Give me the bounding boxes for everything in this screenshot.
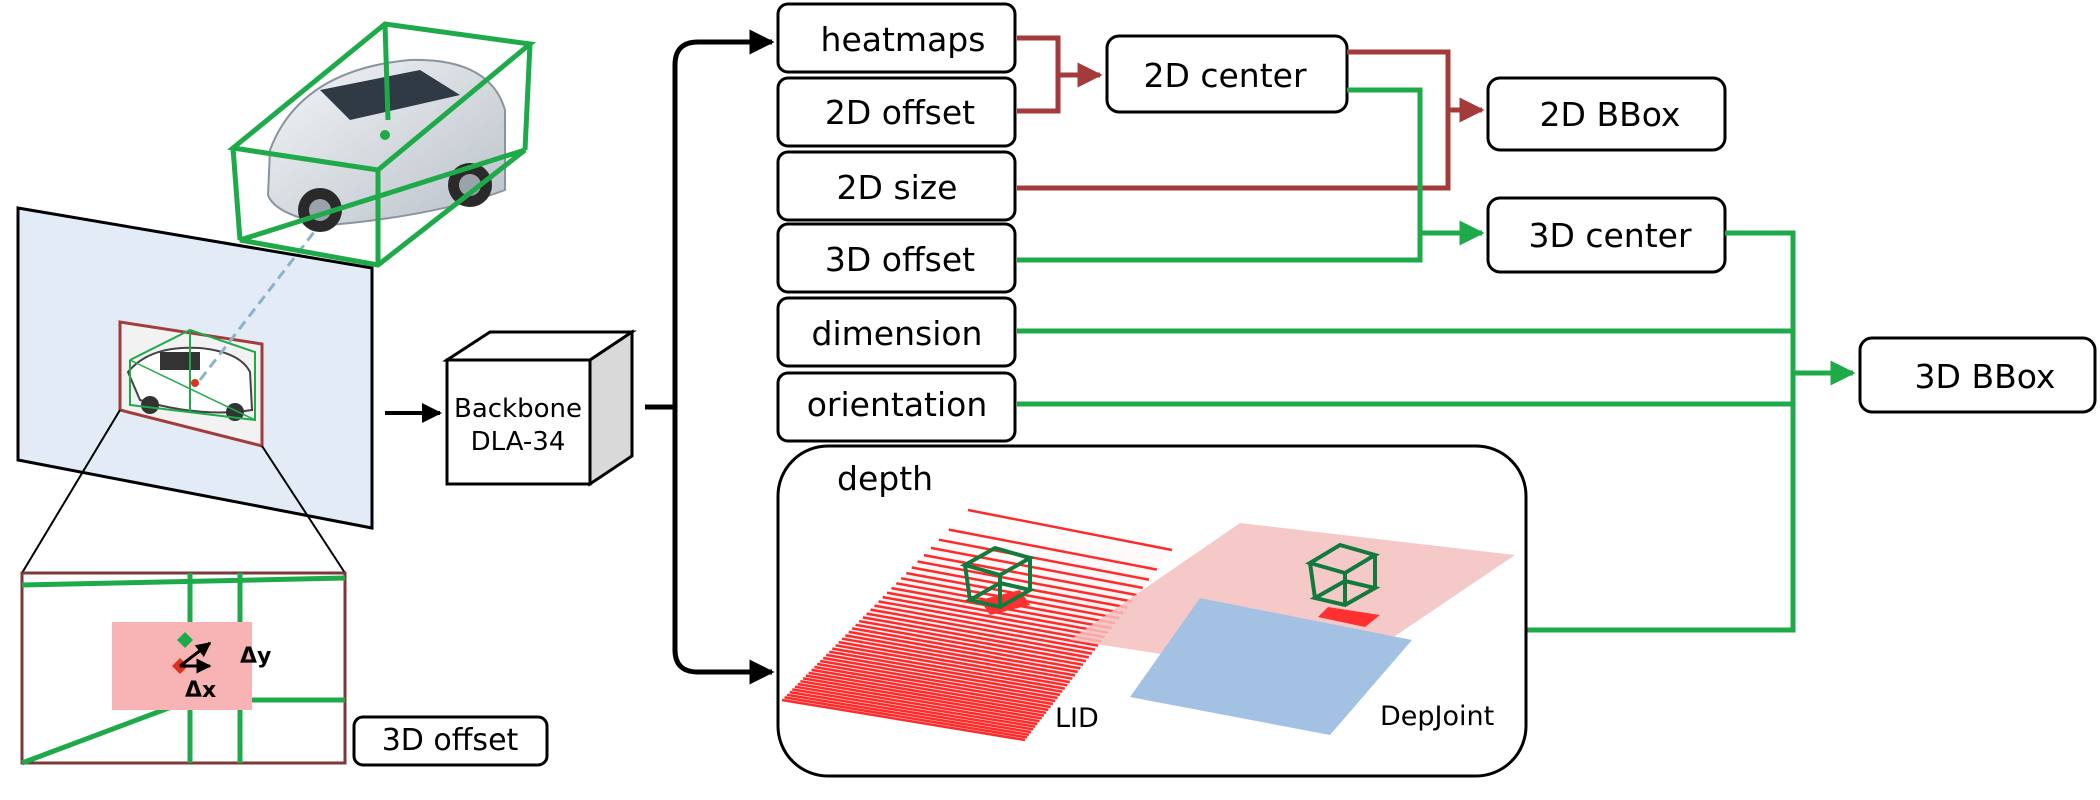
backbone-line1: Backbone [454, 394, 582, 424]
inset-label-box [352, 715, 549, 767]
delta-y-label: Δy [240, 644, 271, 669]
bbox2d-label: 2D BBox [1540, 95, 1681, 134]
size2d-box [776, 150, 1017, 222]
lid-bin-line [851, 627, 1081, 670]
lid-bin-line [816, 662, 1054, 706]
car-3d [227, 21, 536, 268]
offset-inset: Δx Δy [20, 571, 347, 766]
heatmaps-label: heatmaps [821, 20, 986, 59]
inset-label: 3D offset [382, 723, 519, 758]
lid-bin-line [800, 679, 1040, 723]
lid-bin-line [848, 630, 1078, 674]
zoom-line-right [261, 445, 346, 574]
lid-bin-line [841, 637, 1073, 680]
offset2d-box [776, 76, 1017, 148]
lid-bin-line [838, 640, 1071, 684]
lid-bin-line [917, 560, 1133, 603]
head-boxes: heatmaps 2D offset 2D size 3D offset dim… [776, 2, 1017, 443]
lid-bin-line [828, 650, 1063, 693]
orientation-label: orientation [807, 385, 988, 424]
image-plane-illustration [16, 21, 536, 530]
orientation-box [776, 371, 1017, 443]
lid-bin-line [866, 612, 1093, 655]
lid-bin-line [802, 677, 1042, 720]
lid-bin-line [832, 647, 1066, 690]
backbone-line2: DLA-34 [471, 427, 566, 457]
dimension-label: dimension [812, 314, 983, 353]
bbox2d-box [1486, 76, 1727, 152]
offset3d-box [776, 222, 1017, 294]
lid-label: LID [1055, 703, 1099, 734]
lid-bin-line [862, 616, 1090, 659]
delta-x-label: Δx [185, 678, 216, 703]
lid-bin-line [855, 623, 1084, 667]
image-patch [118, 320, 264, 448]
lid-bin-line [797, 682, 1038, 726]
connectors-3d [1017, 87, 1856, 633]
lid-bin-line [858, 619, 1087, 663]
bbox3d-label: 3D BBox [1915, 357, 2056, 396]
lid-bin-line [835, 644, 1068, 687]
dimension-box [776, 296, 1017, 368]
lid-bin-line [805, 674, 1045, 717]
lid-bin-line [792, 688, 1034, 731]
center2d-label: 2D center [1143, 56, 1306, 95]
offset2d-label: 2D offset [825, 93, 975, 132]
size2d-label: 2D size [837, 168, 958, 207]
lid-bin-line [930, 546, 1143, 590]
offset3d-label: 3D offset [825, 240, 975, 279]
splitter-bottom [672, 407, 775, 685]
lid-bin-line [870, 608, 1096, 651]
lid-bin-line [882, 595, 1105, 639]
lid-bin-line [845, 634, 1076, 677]
lid-bin-line [789, 690, 1032, 734]
depjoint-planes [1070, 523, 1515, 735]
lid-bin-line [822, 656, 1058, 700]
lid-bin-line [967, 508, 1173, 552]
projection-line [198, 139, 387, 381]
zoom-line-left [21, 409, 121, 574]
splitter-top [672, 29, 775, 407]
lid-bin-line [811, 668, 1049, 712]
center2d-box [1105, 34, 1349, 114]
lid-bin-line [819, 659, 1056, 703]
heatmaps-box [776, 2, 1017, 74]
depjoint-label: DepJoint [1380, 701, 1494, 732]
lid-bin-line [948, 528, 1158, 571]
connectors-2d [1017, 35, 1485, 191]
backbone-block: Backbone DLA-34 [441, 329, 637, 487]
lid-bin-line [781, 698, 1026, 742]
lid-bin-line [794, 685, 1036, 728]
lid-bin-line [825, 653, 1061, 697]
bbox3d-box [1858, 336, 2097, 414]
lid-plane [781, 508, 1173, 742]
lid-bin-line [874, 604, 1099, 647]
lid-bin-line [784, 696, 1028, 739]
lid-bin-line [938, 538, 1150, 581]
center3d-label: 3D center [1528, 216, 1691, 255]
lid-bin-line [808, 671, 1047, 715]
lid-bin-line [878, 600, 1102, 643]
depth-title: depth [837, 459, 933, 498]
lid-bin-line [786, 693, 1030, 737]
lid-bin-line [814, 665, 1051, 709]
